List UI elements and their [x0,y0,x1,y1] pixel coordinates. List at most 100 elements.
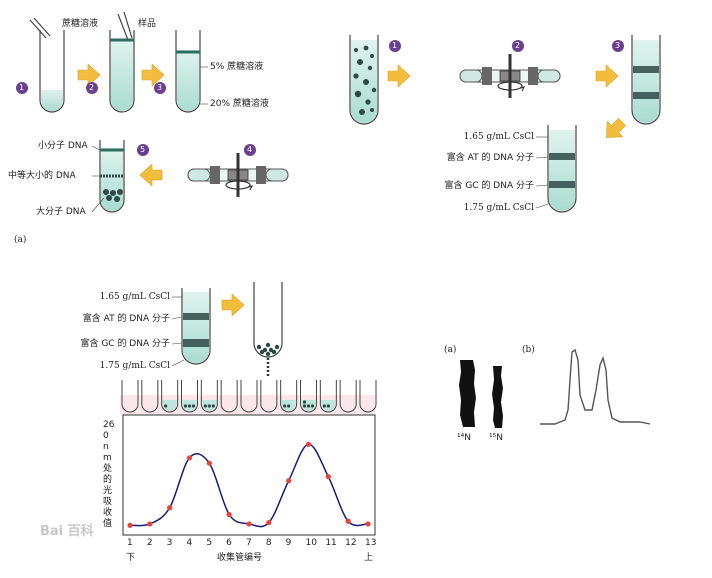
x-tick-label: 1 [127,538,133,548]
step-num-a1: 1 [19,83,25,92]
label-c-165: 1.65 g/mL CsCl [99,292,170,302]
label-5pct: 5% 蔗糖溶液 [210,62,264,72]
data-point [226,511,232,518]
dna-dot [306,404,311,408]
x-axis-right-label: 上 [364,553,374,563]
x-tick-label: 12 [345,538,357,548]
centrifuge-a [186,151,290,199]
label-20pct: 20% 蔗糖溶液 [210,99,269,109]
data-point [246,521,252,527]
panel-b [349,35,661,213]
collection-tube [200,380,218,413]
dna-dot [302,400,307,404]
label-n14: ¹⁴N [457,433,471,443]
step-badge-b3 [612,40,624,52]
data-point [167,505,173,511]
dna-dot [326,404,330,408]
arrow-c1 [221,293,245,317]
data-point [206,460,212,466]
step-num-a2: 2 [89,83,95,92]
panel-a [16,11,290,213]
collection-tube [280,380,298,413]
collection-tube [260,380,278,413]
dna-dot [183,404,188,408]
tube-c1 [181,288,211,365]
label-c-gc-rich: 富含 GC 的 DNA 分子 [80,339,170,349]
x-tick-label: 7 [246,538,252,548]
tube-a2 [109,11,135,113]
collection-tube [121,380,139,413]
step-badge-a3 [154,82,166,94]
dna-dot [207,404,211,408]
tube-c2 [253,282,283,378]
step-num-a4: 4 [247,145,253,154]
x-tick-label: 11 [325,538,337,548]
tube-b1 [349,35,379,125]
arrow-b2 [595,64,619,88]
data-point [365,521,371,527]
label-c-at-rich: 富含 AT 的 DNA 分子 [82,314,170,324]
x-axis-left-label: 下 [126,553,136,563]
arrow-a4 [139,163,163,187]
x-tick-label: 8 [265,538,272,548]
data-point [305,441,312,447]
caption-a: (a) [14,235,27,245]
step-num-a3: 3 [157,83,163,92]
step-badge-a5 [137,144,149,156]
collection-tube [161,380,179,413]
arrow-b1 [387,64,411,88]
label-b-at-rich: 富含 AT 的 DNA 分子 [446,153,534,163]
label-sample: 样品 [138,19,157,29]
collection-tube [300,380,317,413]
label-sucrose-solution: 蔗糖溶液 [62,19,99,29]
x-axis-label: 收集管编号 [217,553,263,563]
x-tick-label: 9 [285,538,292,548]
label-b-gc-rich: 富含 GC 的 DNA 分子 [444,181,534,191]
data-point [266,520,272,526]
collection-tube [319,380,337,413]
panel-d [459,348,651,428]
tube-b4 [547,125,577,213]
step-num-b3: 3 [615,41,621,50]
y-axis-label: 260 nm 处的光吸收值 [103,420,115,529]
x-tick-label: 3 [166,538,173,548]
label-small-dna: 小分子 DNA [38,141,88,151]
label-b-175: 1.75 g/mL CsCl [463,203,534,213]
x-tick-label: 5 [206,538,213,548]
centrifuge-b [458,52,562,100]
data-point [325,474,331,480]
panel-c [120,282,377,536]
dna-dot [211,404,215,408]
label-b-165: 1.65 g/mL CsCl [463,132,534,142]
dna-dot [287,404,291,408]
dna-dot [187,404,192,408]
series-line [129,443,369,528]
dna-dot [203,404,207,408]
tube-a1 [29,17,65,113]
collection-tube [141,380,159,413]
dna-dot [322,404,326,408]
step-num-a5: 5 [140,145,146,154]
data-point [186,455,193,461]
absorbance-chart [127,441,371,528]
x-tick-label: 10 [305,538,317,548]
dna-dot [283,404,287,408]
step-badge-a4 [244,144,256,156]
x-tick-label: 4 [186,538,193,548]
collection-tube [181,380,198,413]
collection-tube [220,380,238,413]
x-tick-label: 6 [226,538,232,548]
tube-a5 [99,140,125,213]
tube-a3 [175,30,201,113]
collection-tube [240,380,258,413]
step-num-b2: 2 [515,41,521,50]
label-d-a: (a) [444,345,457,355]
step-badge-a1 [16,82,28,94]
step-badge-b2 [512,40,524,52]
x-tick-label: 2 [146,538,153,548]
x-tick-label: 13 [365,538,377,548]
dna-dot [164,404,168,408]
step-num-b1: 1 [392,41,398,50]
collection-tube [359,380,377,413]
collection-tube-fill [162,400,177,411]
